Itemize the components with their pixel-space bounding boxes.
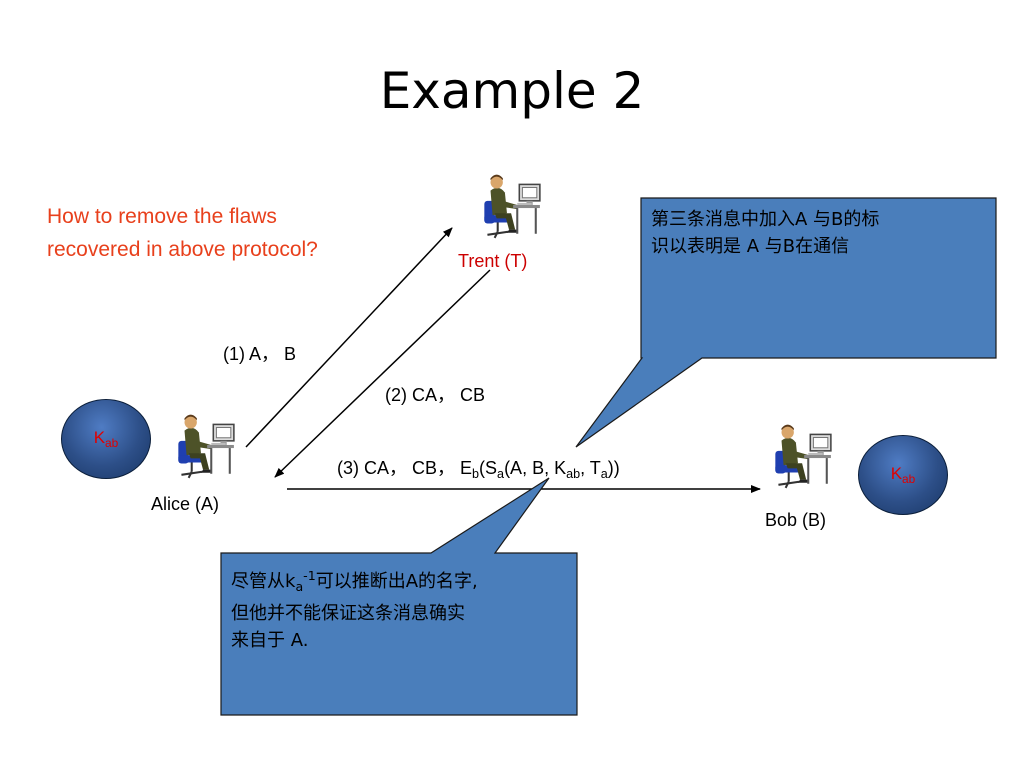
arrow-trent-to-alice [274, 269, 491, 478]
person-at-computer-icon [483, 173, 541, 239]
arrow-alice-to-trent [245, 227, 453, 448]
question-line-2: recovered in above protocol? [47, 238, 318, 261]
person-at-computer-icon [774, 423, 832, 489]
callout-bottom-line-1: 尽管从ka-1可以推断出A的名字, [231, 568, 478, 594]
person-at-computer-icon [177, 413, 235, 479]
bob-label: Bob (B) [765, 510, 827, 530]
question-text: How to remove the flaws recovered in abo… [47, 200, 318, 266]
message-1-label: (1) A， B [223, 344, 297, 364]
callout-top-line-2: 识以表明是 A 与B在通信 [651, 236, 850, 257]
callout-bottom-text: 尽管从ka-1可以推断出A的名字, 但他并不能保证这条消息确实 来自于 A. [231, 562, 576, 654]
alice-key-circle: Kab [61, 399, 151, 479]
alice-label: Alice (A) [151, 494, 220, 514]
callout-bottom-line-3: 来自于 A. [231, 630, 309, 651]
alice-key-label: Kab [93, 428, 119, 450]
callout-top-text: 第三条消息中加入A 与B的标 识以表明是 A 与B在通信 [651, 206, 991, 260]
bob-key-label: Kab [890, 464, 916, 486]
trent-label: Trent (T) [458, 251, 528, 271]
message-2-label: (2) CA， CB [385, 385, 486, 405]
callout-top-shape [575, 197, 997, 448]
question-line-1: How to remove the flaws [47, 205, 277, 228]
slide-title: Example 2 [379, 62, 645, 120]
message-3-label: (3) CA， CB， Eb(Sa(A, B, Kab, Ta)) [337, 458, 620, 481]
bob-key-circle: Kab [858, 435, 948, 515]
callout-bottom-line-2: 但他并不能保证这条消息确实 [231, 603, 465, 624]
callout-top-line-1: 第三条消息中加入A 与B的标 [651, 209, 880, 230]
callout-bottom-shape [220, 477, 578, 716]
